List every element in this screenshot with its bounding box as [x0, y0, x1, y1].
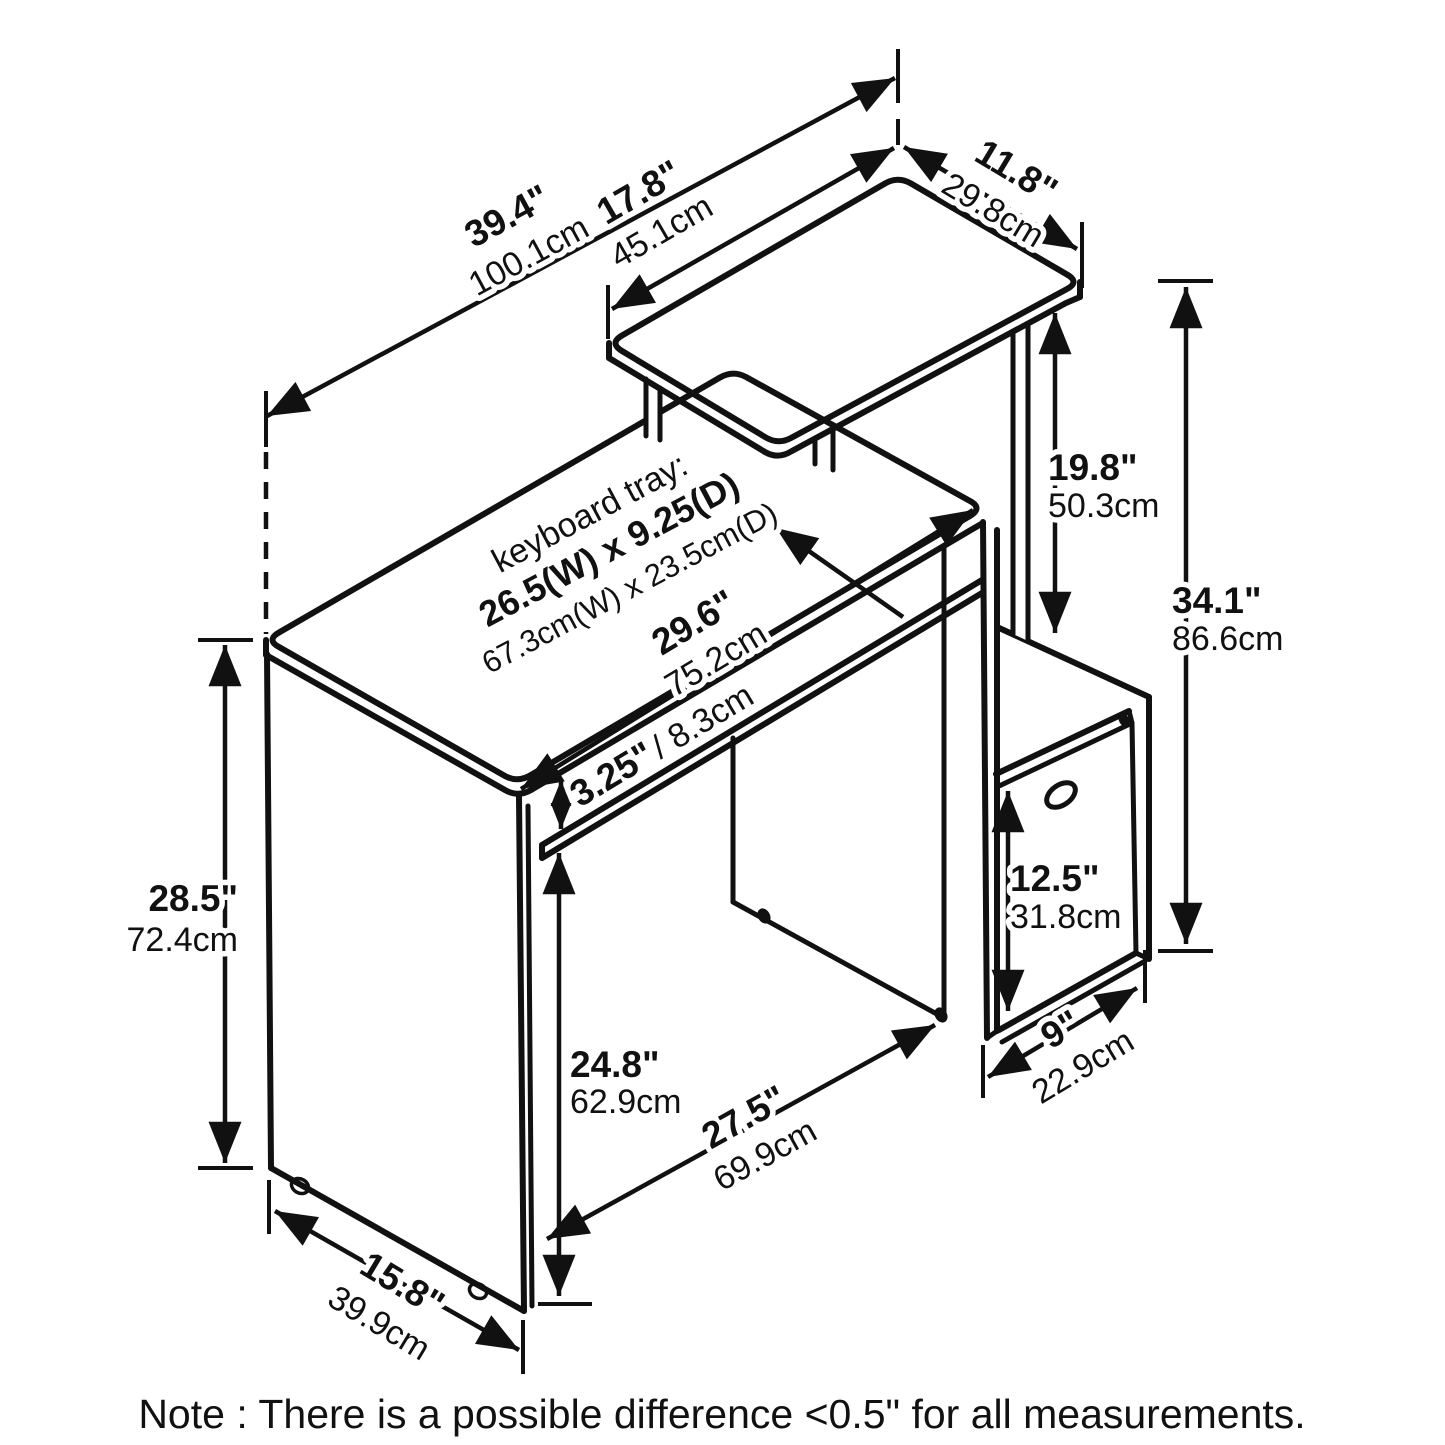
- left-panel-left-edge: [264, 651, 274, 1171]
- bin-top-outer-edge: [993, 708, 1132, 777]
- label-interior-width: 27.5" 69.9cm: [689, 1072, 828, 1204]
- dim-bin-depth: [981, 950, 1147, 1098]
- dimension-lines: [198, 49, 1213, 1374]
- label-total-height: 34.1" 86.6cm: [1167, 575, 1290, 664]
- label-bin-height: 12.5" 31.8cm: [1005, 853, 1128, 942]
- dim-value-in: 34.1": [1172, 580, 1262, 621]
- dim-value-cm: 86.6cm: [1172, 620, 1284, 658]
- dimension-arrow: [519, 508, 975, 791]
- cam-screw-dot: [934, 1007, 948, 1023]
- dim-value-in: 19.8": [1048, 447, 1138, 488]
- shelf-thickness-bottom: [606, 294, 1083, 459]
- dim-shelf-depth: [902, 145, 1084, 288]
- dim-total-width: [263, 49, 900, 634]
- dimension-arrow: [273, 1209, 521, 1352]
- dim-interior-width: [545, 1023, 937, 1241]
- left-panel-face: [267, 654, 524, 1311]
- dim-value-in: 24.8": [570, 1044, 660, 1085]
- cam-screw-dot: [1118, 713, 1130, 727]
- cam-screw-dot: [757, 908, 771, 924]
- left-panel-front-edge: [516, 794, 527, 1314]
- bin-right-edge: [1129, 720, 1139, 956]
- label-desktop-width: 29.6" 75.2cm: [639, 576, 779, 710]
- storage-bin: [993, 624, 1152, 1045]
- dim-value-cm: 50.3cm: [1048, 487, 1160, 525]
- label-shelf-clearance: 19.8" 50.3cm: [1043, 442, 1166, 531]
- right-post: [980, 519, 1000, 1041]
- keyboard-tray: [539, 574, 990, 861]
- desktop-thickness-bottom: [263, 520, 986, 797]
- dim-value-in: 12.5": [1010, 858, 1100, 899]
- bin-top-inner-edge: [994, 720, 1135, 790]
- dim-shelf-width: [606, 119, 900, 339]
- left-side-panel: [264, 651, 535, 1314]
- dimension-arrow: [545, 1023, 937, 1241]
- dimension-arrow: [986, 986, 1139, 1079]
- dim-desktop-width: [519, 508, 975, 791]
- dim-desk-depth: [267, 1180, 525, 1374]
- dim-value-cm: 31.8cm: [1010, 898, 1122, 936]
- label-interior-height: 24.8" 62.9cm: [565, 1039, 688, 1127]
- note-text: Note : There is a possible difference <0…: [138, 1391, 1305, 1437]
- dimension-arrow: [265, 76, 897, 418]
- tray-pointer: [774, 526, 905, 619]
- shelf-support-face: [1013, 326, 1028, 641]
- pointer-arrow: [774, 526, 905, 619]
- post-left-edge: [980, 519, 990, 1041]
- label-total-width: 39.4" 100.1cm: [452, 171, 600, 309]
- dim-value-cm: 62.9cm: [570, 1083, 682, 1121]
- cabinet-top-rear-edge: [994, 624, 1152, 700]
- bin-handle-hole: [1044, 780, 1078, 810]
- dim-total-height: [1158, 279, 1213, 953]
- tray-bottom-edge: [539, 587, 990, 861]
- dimension-arrow: [902, 145, 1079, 251]
- dimension-arrow: [610, 146, 896, 311]
- dim-value-cm: 72.4cm: [127, 921, 239, 959]
- dim-value-in: 28.5": [148, 878, 238, 919]
- left-panel-front-inner-edge: [525, 803, 535, 1309]
- label-desk-height: 28.5" 72.4cm: [121, 873, 244, 965]
- dim-desk-height: [198, 638, 253, 1170]
